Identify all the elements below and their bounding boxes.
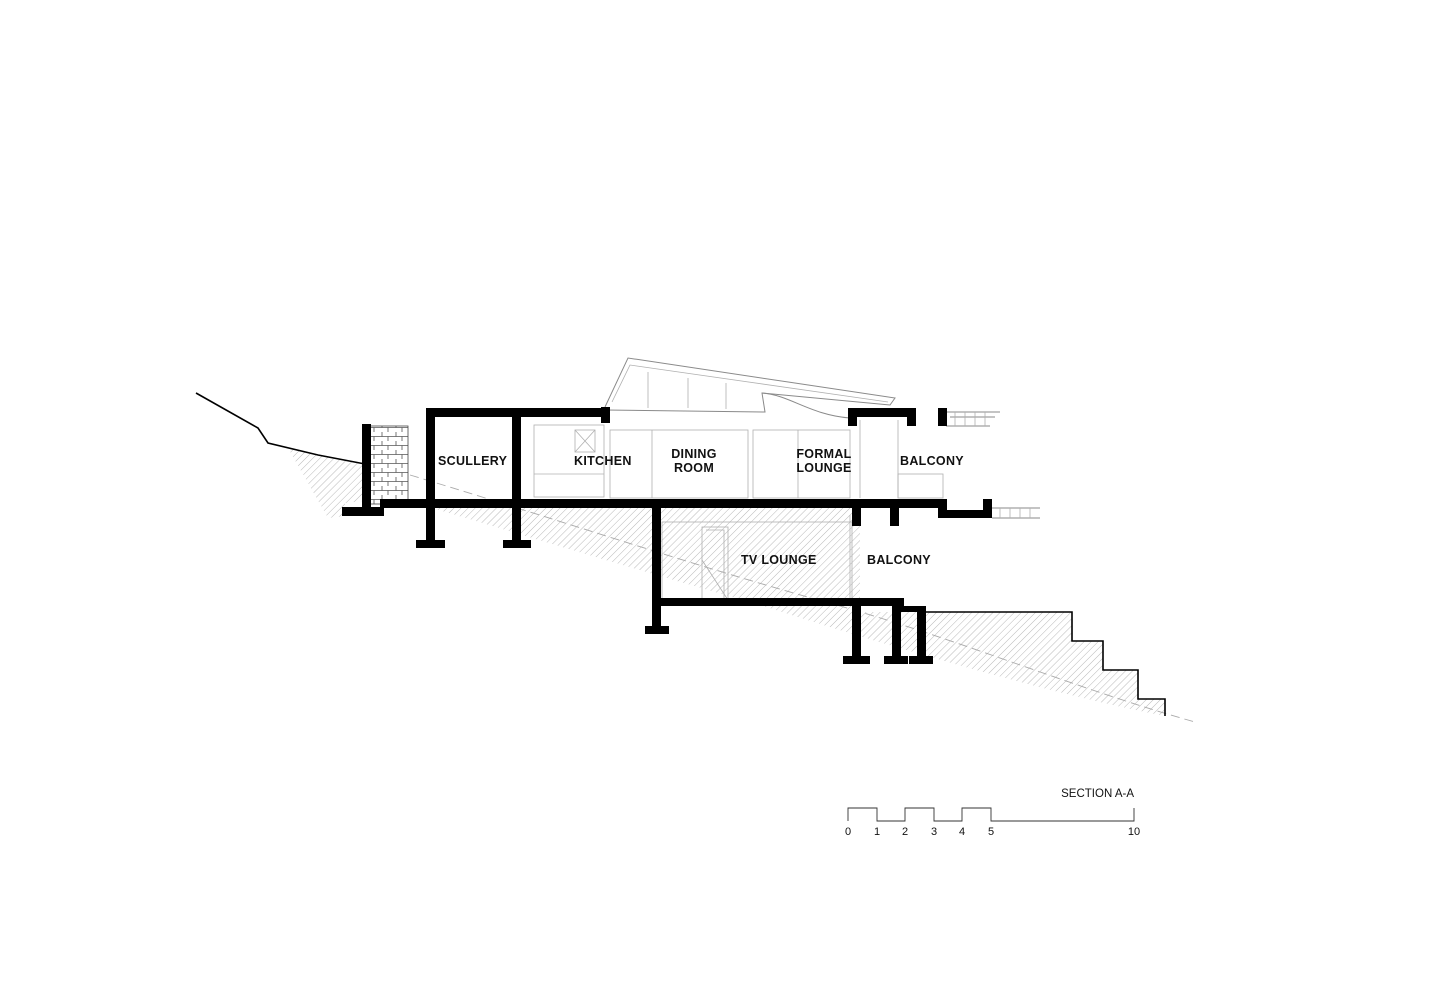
ground-line-lower [925, 611, 1166, 716]
scale-tick-0: 0 [845, 826, 851, 838]
lower-floor-linework [661, 507, 1040, 601]
scale-tick-5: 5 [988, 826, 994, 838]
label-formal-line1: FORMAL [796, 447, 851, 461]
scale-tick-2: 2 [902, 826, 908, 838]
ground-line-upper [195, 392, 366, 465]
label-formal-line2: LOUNGE [796, 461, 851, 475]
label-balcony-upper: BALCONY [900, 454, 964, 468]
label-tv-lounge: TV LOUNGE [741, 553, 817, 567]
scale-block: SECTION A-A 0 1 2 3 4 5 10 [845, 788, 1140, 838]
label-scullery: SCULLERY [438, 454, 508, 468]
label-balcony-lower: BALCONY [867, 553, 931, 567]
scale-bar [847, 807, 1135, 822]
scale-tick-3: 3 [931, 826, 937, 838]
terrain [195, 392, 1196, 723]
section-title: SECTION A-A [1061, 788, 1134, 800]
room-labels: SCULLERY KITCHEN DINING ROOM FORMAL LOUN… [438, 447, 964, 567]
earth-hatch-middle [432, 508, 1165, 716]
label-dining-line1: DINING [671, 447, 717, 461]
label-dining-line2: ROOM [674, 461, 714, 475]
label-kitchen: KITCHEN [574, 454, 632, 468]
structure [380, 407, 992, 664]
stone-wall [342, 424, 409, 516]
upper-floor-linework [533, 411, 1000, 499]
roof [604, 357, 896, 419]
scale-tick-1: 1 [874, 826, 880, 838]
earth-hatch-upper [288, 448, 372, 518]
scale-tick-4: 4 [959, 826, 965, 838]
scale-tick-10: 10 [1128, 826, 1140, 838]
